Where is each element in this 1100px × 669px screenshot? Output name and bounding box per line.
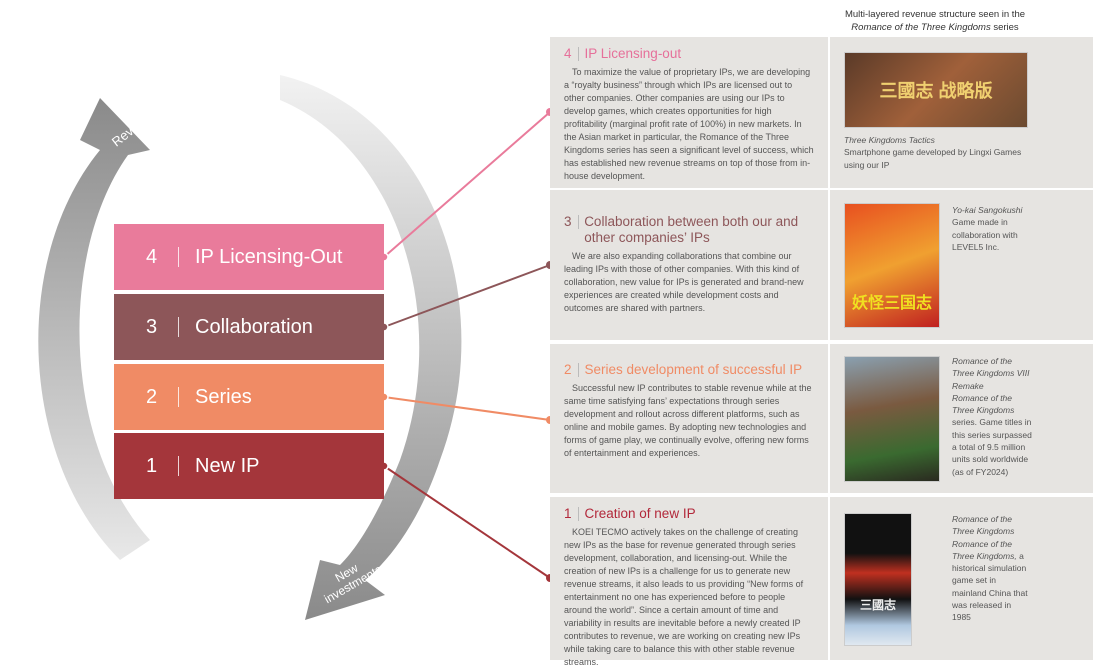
connector-3: [383, 264, 551, 328]
connector-1: [383, 465, 551, 579]
romance-viii-remake-image: [844, 356, 940, 482]
connector-4: [383, 111, 551, 258]
romance-1985-image: 三國志: [844, 513, 912, 646]
three-kingdoms-tactics-image: 三國志 战略版: [844, 52, 1028, 128]
connector-2: [383, 396, 551, 421]
yokai-sangokushi-image: 妖怪三国志: [844, 203, 940, 328]
section-header: Multi-layered revenue structure seen in …: [844, 9, 1026, 33]
panel-series-example: Romance of the Three Kingdoms VIII Remak…: [830, 344, 1093, 493]
new-investments-arrow: [280, 75, 462, 620]
revenue-arrow: [38, 98, 150, 560]
